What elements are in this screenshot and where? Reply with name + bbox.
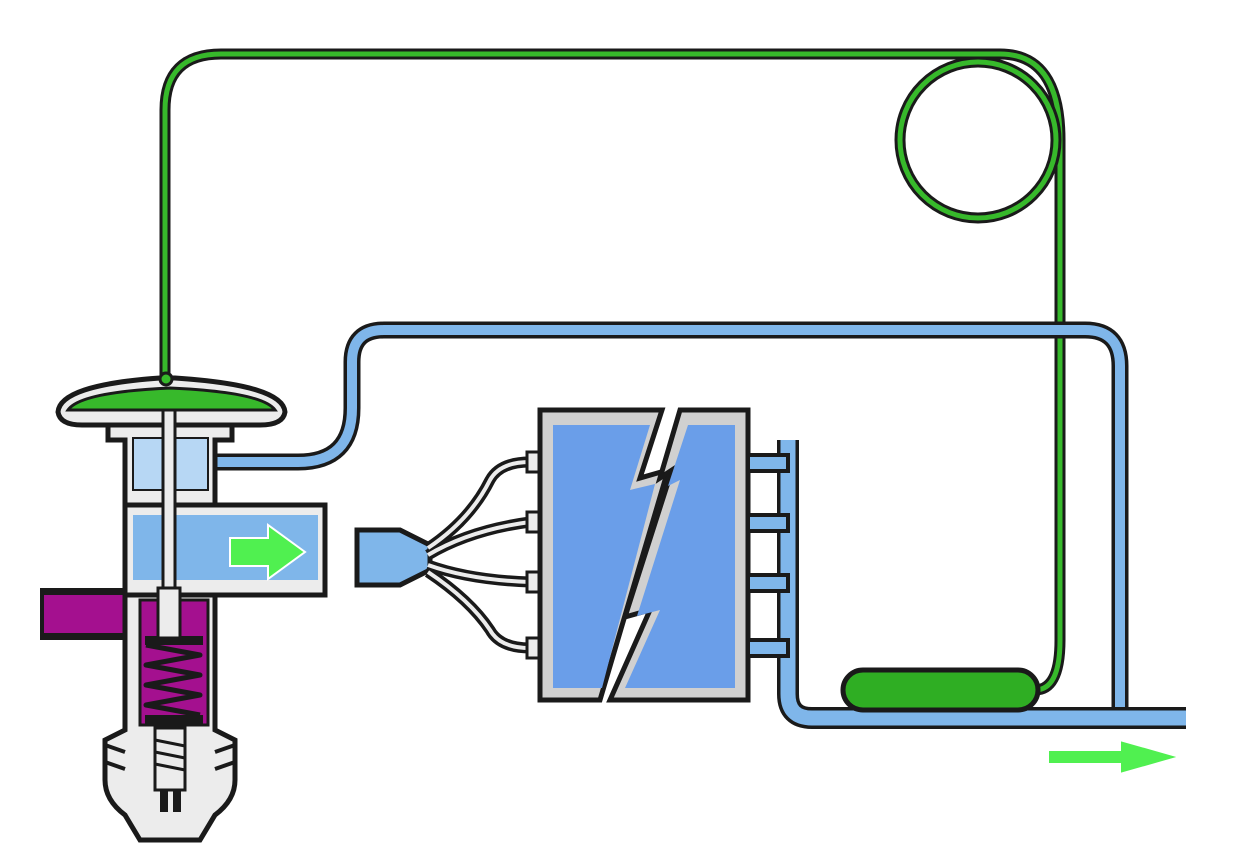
arrow-right-icon (1047, 738, 1184, 776)
capillary-tube (159, 48, 1066, 696)
valve-spring (143, 642, 203, 718)
equalizer-line (212, 321, 1129, 712)
expansion-valve (55, 371, 328, 843)
arrow-right-icon (229, 523, 307, 581)
valve-stem (161, 408, 177, 592)
evaporator-outlets (746, 453, 790, 658)
valve-pin (156, 586, 182, 640)
suction-line (777, 440, 1186, 729)
evaporator-coil (537, 407, 790, 703)
valve-threads (104, 743, 236, 771)
sensing-bulb (840, 667, 1041, 713)
adjustment-screw (153, 726, 187, 812)
distributor (354, 450, 545, 660)
